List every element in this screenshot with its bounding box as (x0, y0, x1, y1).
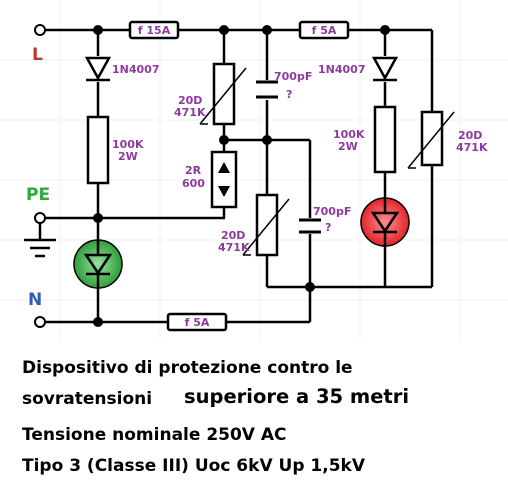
caption-line-3: Tensione nominale 250V AC (22, 425, 287, 445)
terminal-pe-icon[interactable] (34, 212, 46, 224)
terminal-n-icon[interactable] (34, 316, 46, 328)
fuse-bottom: f 5A (166, 312, 228, 332)
varistor-2-type: 20D (221, 229, 245, 242)
varistor-1-icon (199, 62, 247, 126)
resistor-right (373, 105, 397, 174)
gdt-label-voltage: 600 (182, 177, 205, 190)
caption-line-2-part-1: sovratensioni (22, 389, 153, 409)
caption-line-1: Dispositivo di protezione contro le (22, 358, 353, 378)
varistor-1-value: 471K (174, 106, 206, 119)
caption-line-4: Tipo 3 (Classe III) Uoc 6kV Up 1,5kV (22, 456, 365, 476)
capacitor-1-icon (256, 80, 278, 99)
capacitor-2-note: ? (325, 221, 331, 234)
fuse-top-left: f 15A (128, 20, 180, 40)
diode-right-label: 1N4007 (318, 63, 365, 76)
varistor-2-value: 471K (218, 241, 250, 254)
ground-icon (24, 238, 56, 258)
terminal-n-label: N (28, 290, 42, 310)
junction-dots (93, 25, 390, 327)
capacitor-1-value: 700pF (274, 70, 312, 83)
led-red-icon (360, 197, 410, 247)
caption-line-2-part-2: superiore a 35 metri (184, 385, 410, 408)
varistor-3-value: 471K (456, 141, 488, 154)
resistor-left (86, 115, 110, 185)
terminal-l-label: L (32, 45, 43, 65)
capacitor-1-note: ? (286, 88, 292, 101)
varistor-3-icon (407, 110, 455, 169)
fuse-top-left-label: f 15A (138, 24, 171, 37)
varistor-2-icon (242, 193, 290, 257)
terminal-pe-label: PE (26, 185, 50, 205)
resistor-right-power: 2W (338, 140, 358, 153)
diode-left-label: 1N4007 (112, 63, 159, 76)
capacitor-2-icon (299, 218, 321, 234)
fuse-top-right-label: f 5A (312, 24, 337, 37)
gas-discharge-tube-icon (210, 150, 238, 209)
gdt-label-value: 2R (185, 164, 202, 177)
diode-left-icon (84, 56, 112, 82)
led-green-icon (73, 239, 123, 289)
fuse-bottom-label: f 5A (185, 316, 210, 329)
resistor-right-value: 100K (333, 128, 365, 141)
diode-right-icon (371, 56, 399, 82)
capacitor-2-value: 700pF (313, 205, 351, 218)
varistor-1-type: 20D (178, 94, 202, 107)
fuse-top-right: f 5A (298, 20, 350, 40)
varistor-3-type: 20D (458, 129, 482, 142)
terminal-l-icon[interactable] (34, 24, 46, 36)
resistor-left-value: 100K (112, 138, 144, 151)
background-grid (0, 0, 508, 340)
resistor-left-power: 2W (118, 150, 138, 163)
